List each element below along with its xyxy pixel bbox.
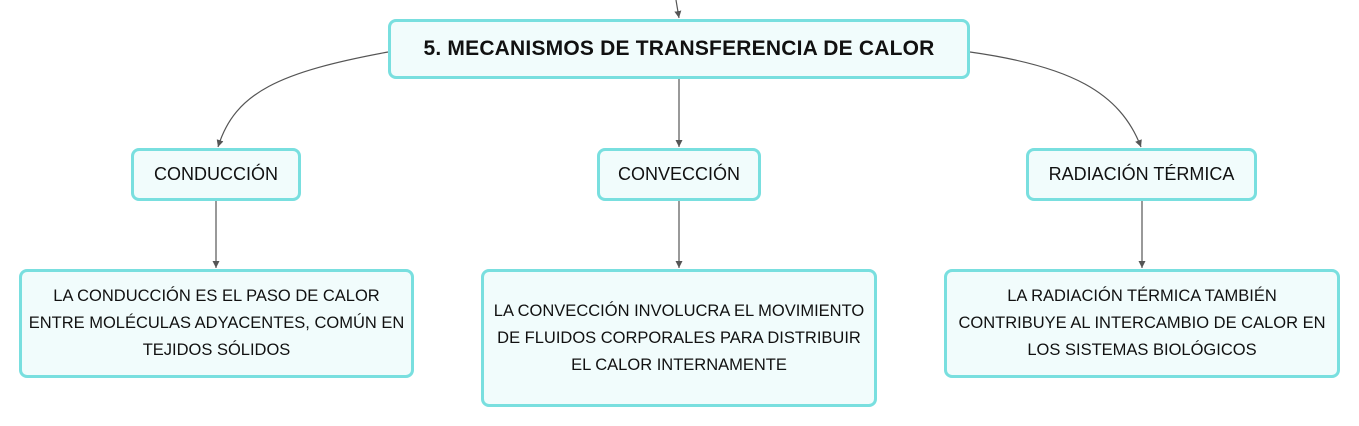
root-topic-node[interactable]: 5. MECANISMOS DE TRANSFERENCIA DE CALOR	[388, 19, 970, 79]
connector-root-to-radiacion	[969, 51, 1142, 148]
topic-node-radiacion[interactable]: RADIACIÓN TÉRMICA	[1026, 148, 1257, 201]
description-node-conduccion[interactable]: LA CONDUCCIÓN ES EL PASO DE CALOR ENTRE …	[19, 269, 414, 378]
description-node-conveccion[interactable]: LA CONVECCIÓN INVOLUCRA EL MOVIMIENTO DE…	[481, 269, 877, 407]
root-topic-label: 5. MECANISMOS DE TRANSFERENCIA DE CALOR	[423, 37, 935, 60]
description-node-radiacion[interactable]: LA RADIACIÓN TÉRMICA TAMBIÉN CONTRIBUYE …	[944, 269, 1340, 378]
topic-label-conveccion: CONVECCIÓN	[617, 164, 740, 184]
description-text-radiacion: LA RADIACIÓN TÉRMICA TAMBIÉN CONTRIBUYE …	[958, 287, 1326, 359]
topic-node-conduccion[interactable]: CONDUCCIÓN	[131, 148, 301, 201]
description-text-conduccion: LA CONDUCCIÓN ES EL PASO DE CALOR ENTRE …	[28, 287, 405, 359]
description-text-conveccion: LA CONVECCIÓN INVOLUCRA EL MOVIMIENTO DE…	[493, 301, 865, 374]
topic-label-radiacion: RADIACIÓN TÉRMICA	[1048, 164, 1235, 184]
topic-node-conveccion[interactable]: CONVECCIÓN	[597, 148, 761, 201]
connector-parent-to-root	[674, 0, 682, 19]
connector-root-to-conduccion	[216, 51, 389, 148]
topic-label-conduccion: CONDUCCIÓN	[154, 164, 278, 184]
